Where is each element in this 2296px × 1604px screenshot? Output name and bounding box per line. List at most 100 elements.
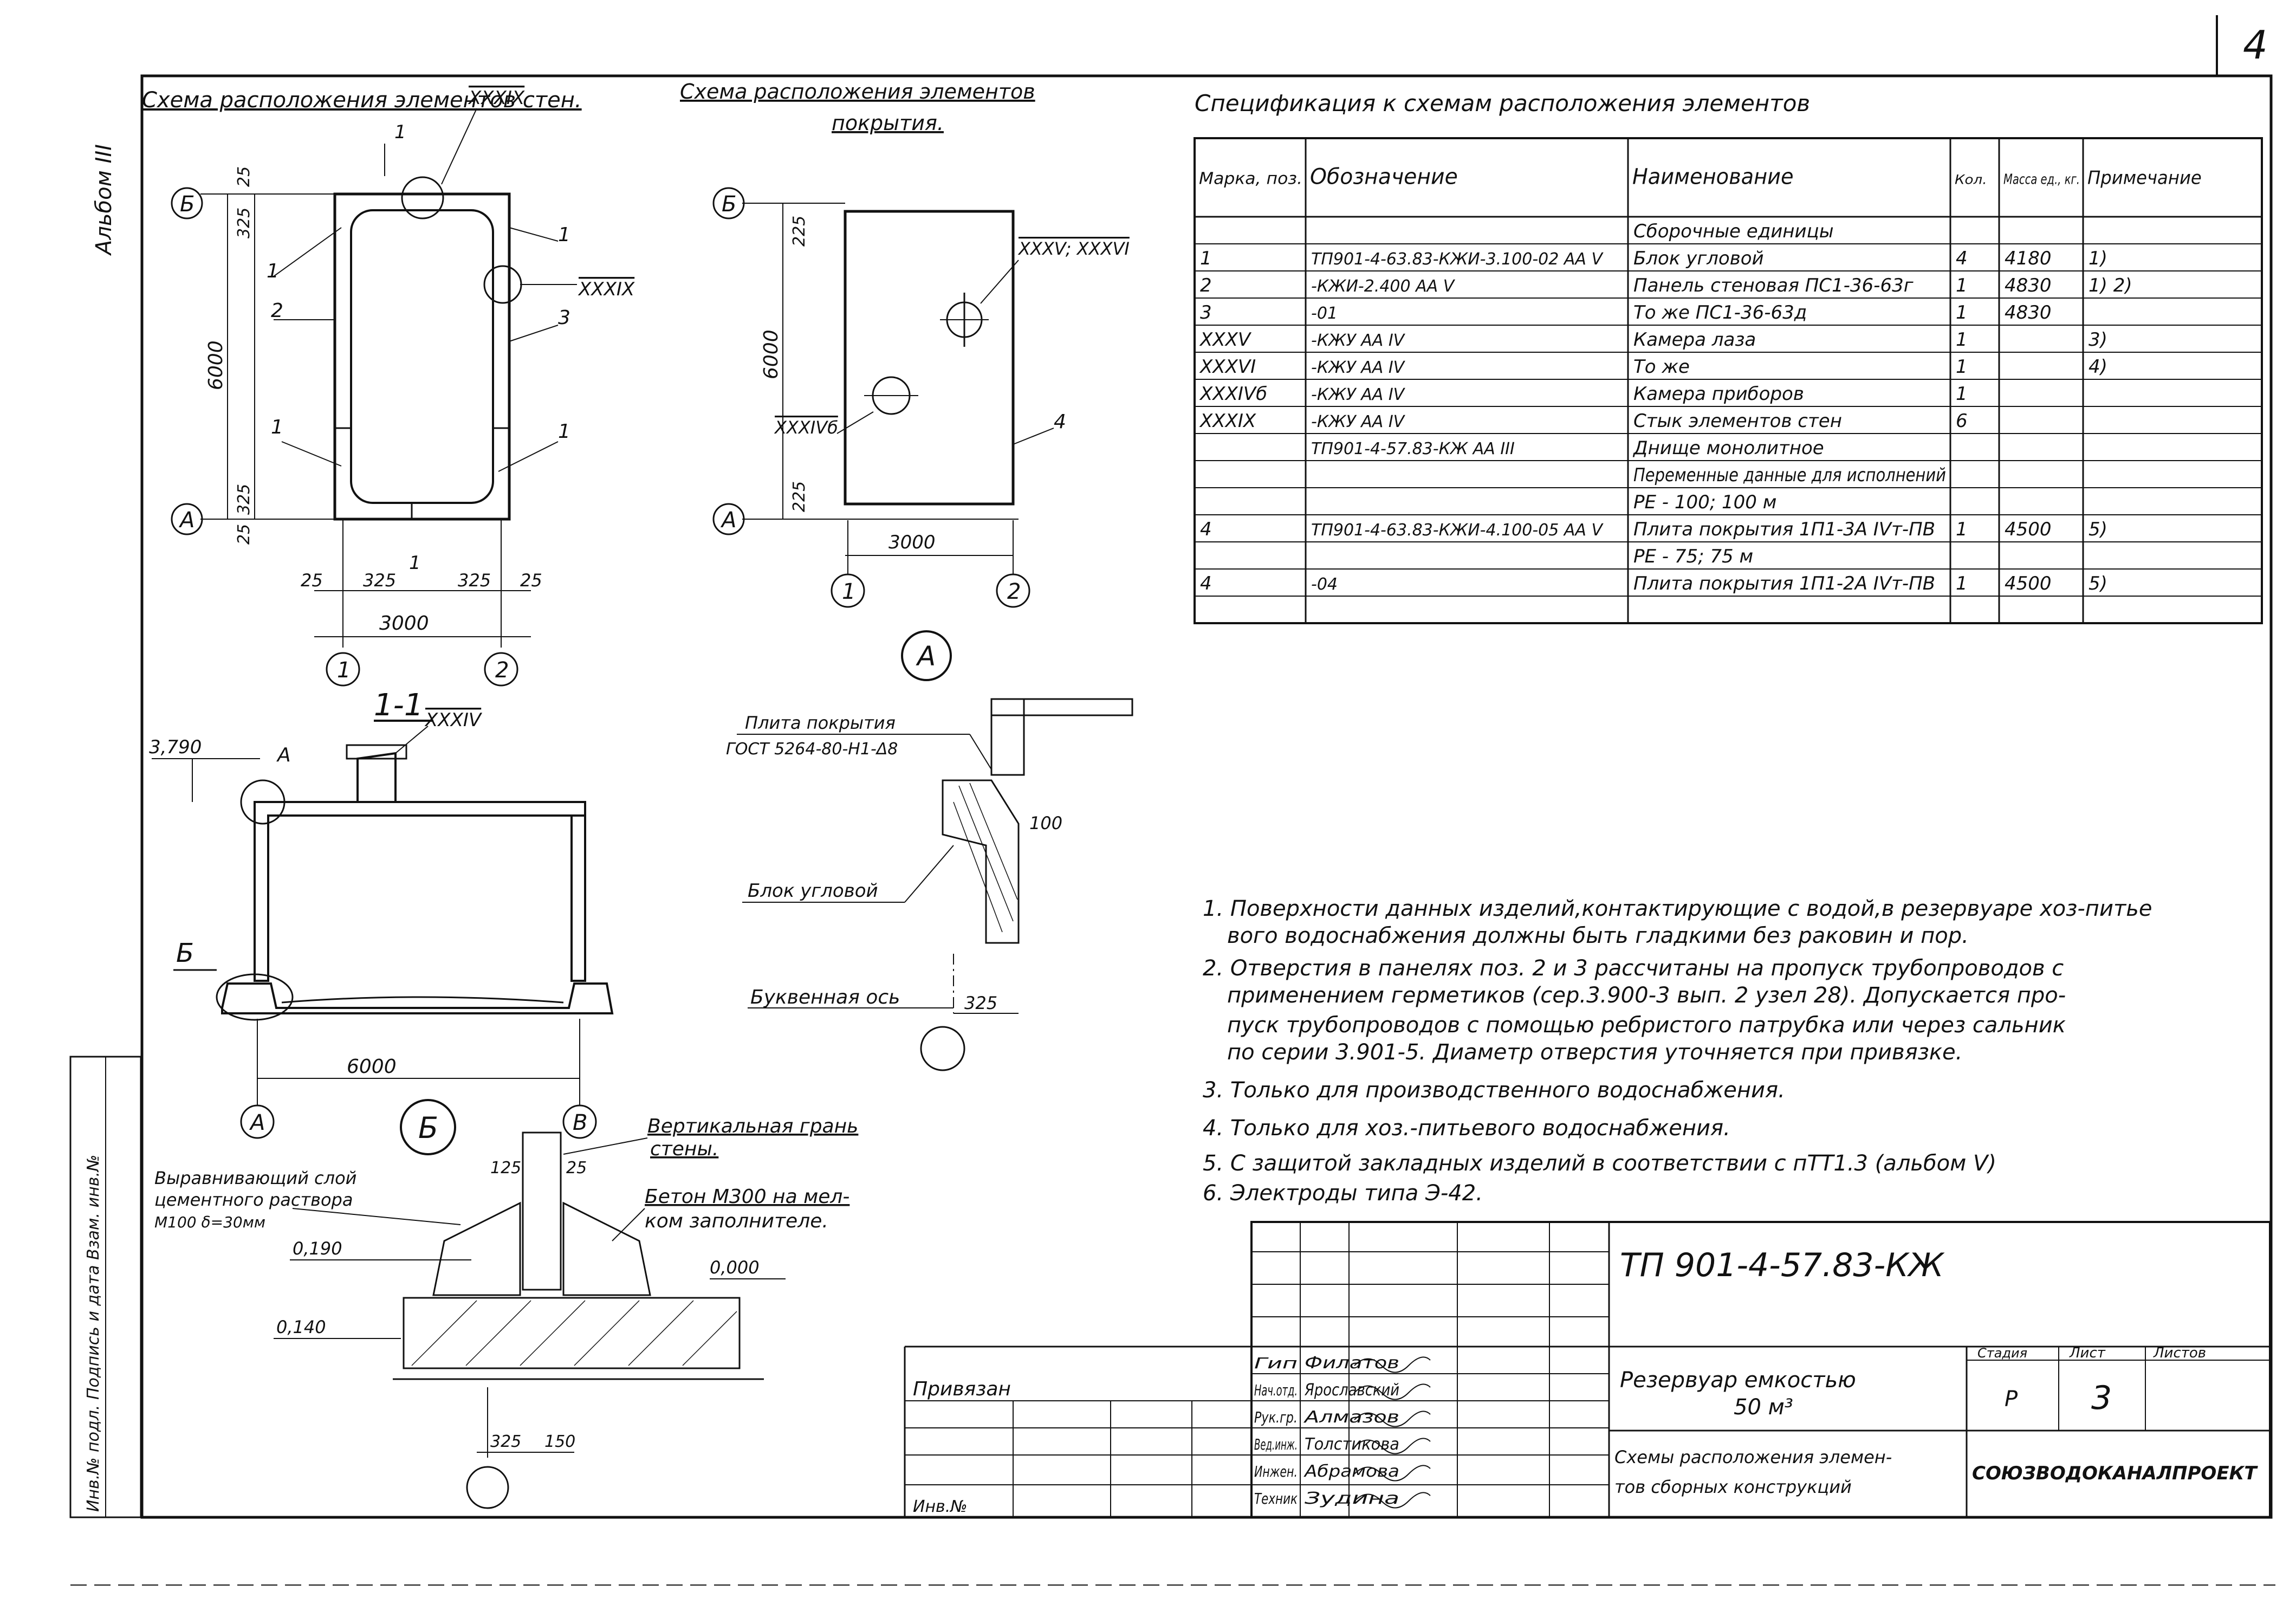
walls-cut-top: 1 (394, 121, 406, 143)
spec-cell: 5) (2089, 573, 2107, 594)
roof-axis-1-bubble (831, 573, 865, 608)
spec-cell: XXXV (1199, 329, 1252, 351)
drawing-code: ТП 901-4-57.83-КЖ (1620, 1246, 1945, 1284)
spec-header-cell: Кол. (1955, 172, 1987, 187)
walls-axis-A-bubble (171, 503, 203, 535)
spec-cell: 4) (2089, 356, 2107, 378)
node-B-level-140: 0,140 (276, 1317, 326, 1337)
spec-cell: -КЖУ АА IV (1311, 331, 1406, 350)
spec-table: Спецификация к схемам расположения элеме… (1194, 90, 2263, 624)
walls-mark-1b: 1 (558, 224, 570, 246)
section-axis-B: В (573, 1110, 587, 1135)
spec-cell: 1 (1956, 573, 1968, 594)
node-B-level-000: 0,000 (710, 1257, 760, 1278)
node-B-concrete-right (562, 1201, 651, 1296)
org-name: СОЮЗВОДОКАНАЛПРОЕКТ (1972, 1463, 2258, 1484)
spec-cell: 1) 2) (2089, 275, 2132, 296)
walls-scheme-title: Схема расположения элементов стен. (142, 88, 582, 113)
spec-cell: 5) (2089, 519, 2107, 540)
spec-cell: -КЖУ АА IV (1311, 358, 1406, 377)
staff-role: Вед.инж. (1254, 1435, 1298, 1453)
node-A: А Плита покрытия ГОСТ 5264-80-Н1-Δ8 Блок… (726, 630, 1133, 1071)
spec-cell: РЕ - 75; 75 м (1633, 546, 1753, 567)
roof-scheme: Схема расположения элементов покрытия. Б… (680, 80, 1130, 608)
node-B-wall (522, 1131, 562, 1291)
node-A-corner-block (942, 779, 1020, 944)
walls-joint-top-circle (401, 176, 444, 219)
spec-cell: 4 (1200, 573, 1212, 594)
spec-cell: Сборочные единицы (1633, 221, 1834, 242)
spec-cell: -01 (1311, 304, 1338, 323)
node-A-block-label: Блок угловой (748, 880, 878, 902)
staff-name: Филатов (1305, 1354, 1399, 1373)
roof-axis-1: 1 (842, 579, 855, 604)
note-line: пуск трубопроводов с помощью ребристого … (1227, 1013, 2066, 1038)
node-B-base (403, 1297, 741, 1369)
note-line: по серии 3.901-5. Диаметр отверстия уточ… (1227, 1040, 1962, 1065)
spec-cell: 4500 (2005, 573, 2052, 594)
spec-header-cell: Марка, поз. (1199, 170, 1302, 189)
spec-cell: Плита покрытия 1П1-3А IVт-ПВ (1633, 519, 1935, 540)
walls-mark-2: 2 (271, 300, 283, 322)
spec-cell: ТП901-4-63.83-КЖИ-4.100-05 АА V (1311, 521, 1604, 540)
node-B-axis-bubble (466, 1466, 509, 1509)
note-line: применением герметиков (сер.3.900-3 вып.… (1227, 983, 2066, 1008)
spec-cell: Днище монолитное (1632, 437, 1824, 459)
walls-joint-right-circle (483, 265, 522, 304)
node-A-slab-label-1: Плита покрытия (745, 713, 896, 733)
section-axis-A: А (249, 1110, 265, 1135)
spec-cell: XXXIX (1199, 410, 1256, 432)
section-level: 3,790 (149, 736, 202, 758)
node-B-face-label-1: Вертикальная грань (647, 1115, 858, 1137)
spec-cell: -КЖИ-2.400 АА V (1311, 277, 1456, 296)
section-title: 1-1 (374, 688, 423, 723)
spec-cell: 4830 (2005, 275, 2052, 296)
section-1-1: 1-1 3,790 А Б XXXIV 6000 А В (149, 688, 614, 1139)
walls-mark-1d: 1 (558, 421, 570, 443)
staff-signature (1354, 1465, 1431, 1482)
node-A-bubble (901, 630, 952, 681)
node-B-layer-label-2: цементного раствора (154, 1189, 353, 1210)
node-B-concrete-label-1: Бетон М300 на мел- (645, 1186, 849, 1208)
inv-label: Инв.№ (913, 1497, 967, 1516)
roof-dim-b225: 225 (790, 481, 809, 512)
node-A-roof-slab (990, 698, 1133, 716)
spec-header-cell: Масса ед., кг. (2003, 172, 2080, 188)
sheet-title-1: Схемы расположения элемен- (1614, 1447, 1892, 1467)
note-line: 1. Поверхности данных изделий,контактиру… (1203, 896, 2152, 921)
page-number: 4 (2243, 22, 2268, 68)
roof-dim-width: 3000 (888, 532, 936, 553)
roof-axis-2: 2 (1007, 579, 1021, 604)
object-name-2: 50 м³ (1734, 1395, 1793, 1420)
roof-scheme-title-2: покрытия. (832, 111, 944, 135)
spec-cell: 1 (1956, 275, 1968, 296)
walls-axis-B-bubble (171, 187, 203, 219)
node-B-face-label-2: стены. (650, 1138, 718, 1160)
roof-instrument-mark: XXXIVб (774, 417, 838, 438)
section-hatch (356, 752, 397, 802)
roof-axis-A: А (720, 508, 736, 533)
node-B-level-190: 0,190 (293, 1238, 342, 1259)
spec-cell: Плита покрытия 1П1-2А IVт-ПВ (1633, 573, 1935, 594)
spec-cell: 4 (1200, 519, 1212, 540)
roof-dim-t225: 225 (790, 216, 809, 247)
spec-cell: Блок угловой (1633, 248, 1764, 269)
walls-dim-t25: 25 (235, 166, 254, 187)
walls-mark-1a: 1 (267, 260, 279, 282)
walls-dim-d325: 325 (363, 570, 396, 591)
album-label: Альбом III (92, 144, 116, 256)
node-B-layer-label-3: М100 δ=30мм (154, 1213, 265, 1231)
spec-cell: Панель стеновая ПС1-36-63г (1633, 275, 1914, 296)
walls-axis-2: 2 (495, 658, 509, 683)
walls-dim-b325: 325 (235, 484, 254, 515)
note-line: 6. Электроды типа Э-42. (1203, 1181, 1483, 1206)
spec-cell: -КЖУ АА IV (1311, 385, 1406, 404)
spec-cell: 1 (1956, 302, 1968, 324)
spec-cell: 1 (1956, 356, 1968, 378)
note-line: 4. Только для хоз.-питьевого водоснабжен… (1203, 1116, 1730, 1141)
note-line: 5. С защитой закладных изделий в соответ… (1203, 1151, 1996, 1176)
roof-slab (844, 210, 1015, 506)
walls-outline (333, 192, 511, 521)
